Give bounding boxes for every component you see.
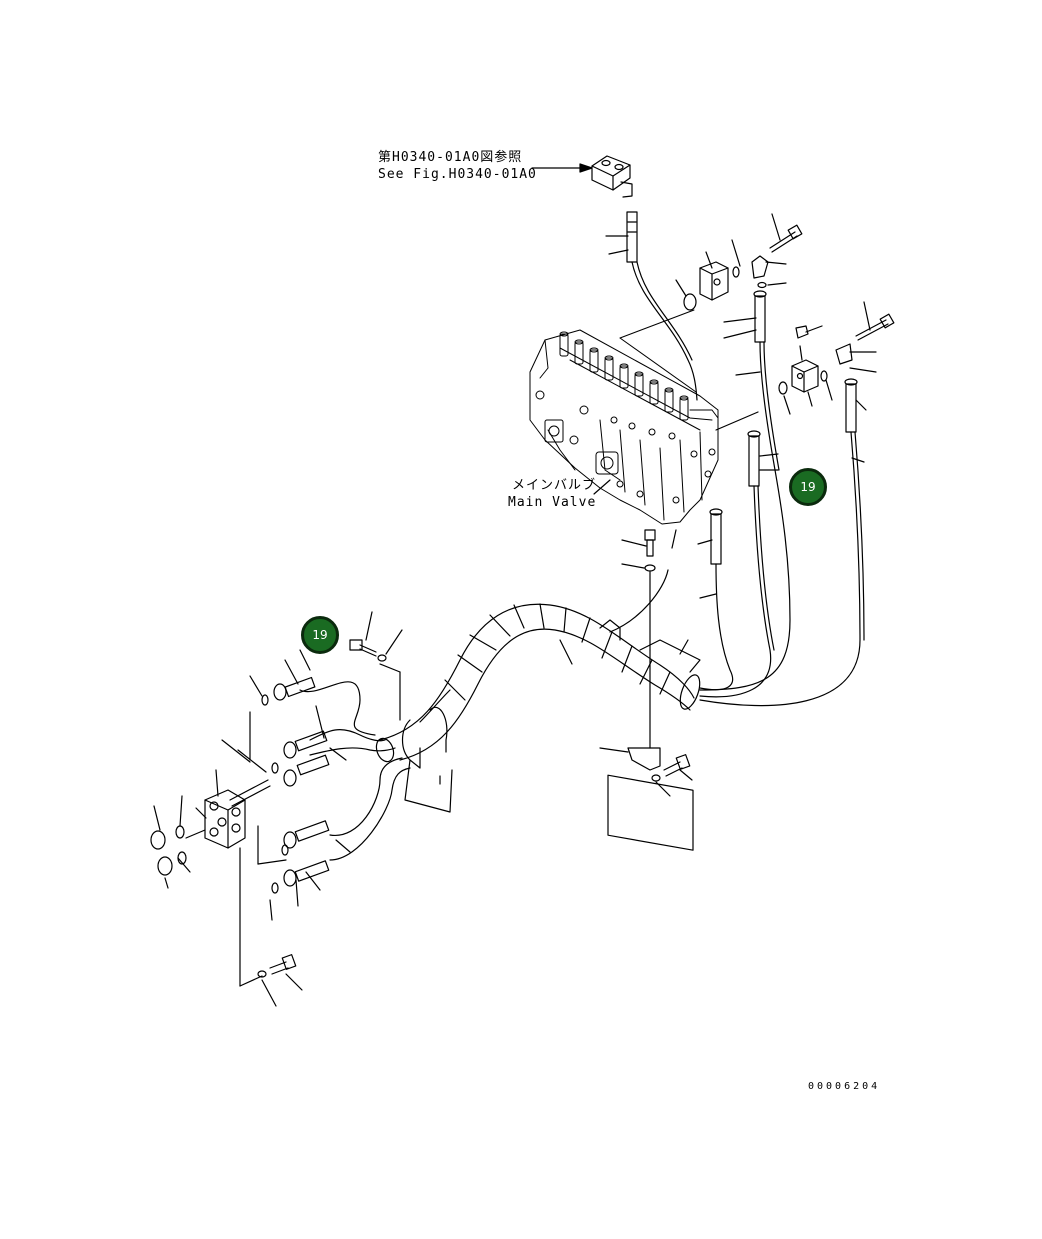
hose-valve-bottom — [697, 508, 734, 691]
callout-badge-19-left[interactable]: 19 — [301, 616, 339, 654]
hose-valve-right — [699, 411, 779, 698]
bundle-clamps — [401, 619, 701, 851]
fittings-left — [261, 676, 330, 894]
hose-far-right — [699, 378, 867, 707]
junction-block-left — [150, 779, 271, 876]
reference-text-jp: 第H0340-01A0図参照 — [378, 150, 523, 165]
reference-arrow — [531, 163, 593, 173]
hose-upper-mid — [699, 290, 791, 691]
bracket-lower-right — [599, 649, 693, 797]
main-valve-label-en: Main Valve — [508, 495, 597, 510]
drawing-number: 00006204 — [808, 1081, 881, 1092]
wrapped-hose-bundle — [375, 603, 701, 763]
hose-top-left — [605, 211, 698, 401]
main-valve-body — [529, 309, 719, 525]
valve-mount-bolt — [609, 529, 677, 651]
leaders-left — [153, 649, 351, 987]
main-valve-leader — [593, 479, 611, 495]
connector-block-right — [778, 301, 895, 415]
solenoid-block-top — [591, 155, 633, 198]
bolt-lower-left — [257, 954, 303, 1007]
hoses-left — [299, 681, 411, 861]
callout-badge-19-right[interactable]: 19 — [789, 468, 827, 506]
bolts-upper-left — [349, 611, 403, 721]
main-valve-label-jp: メインバルブ — [512, 478, 597, 493]
reference-text-en: See Fig.H0340-01A0 — [378, 167, 537, 182]
connector-block-upper — [699, 213, 803, 301]
